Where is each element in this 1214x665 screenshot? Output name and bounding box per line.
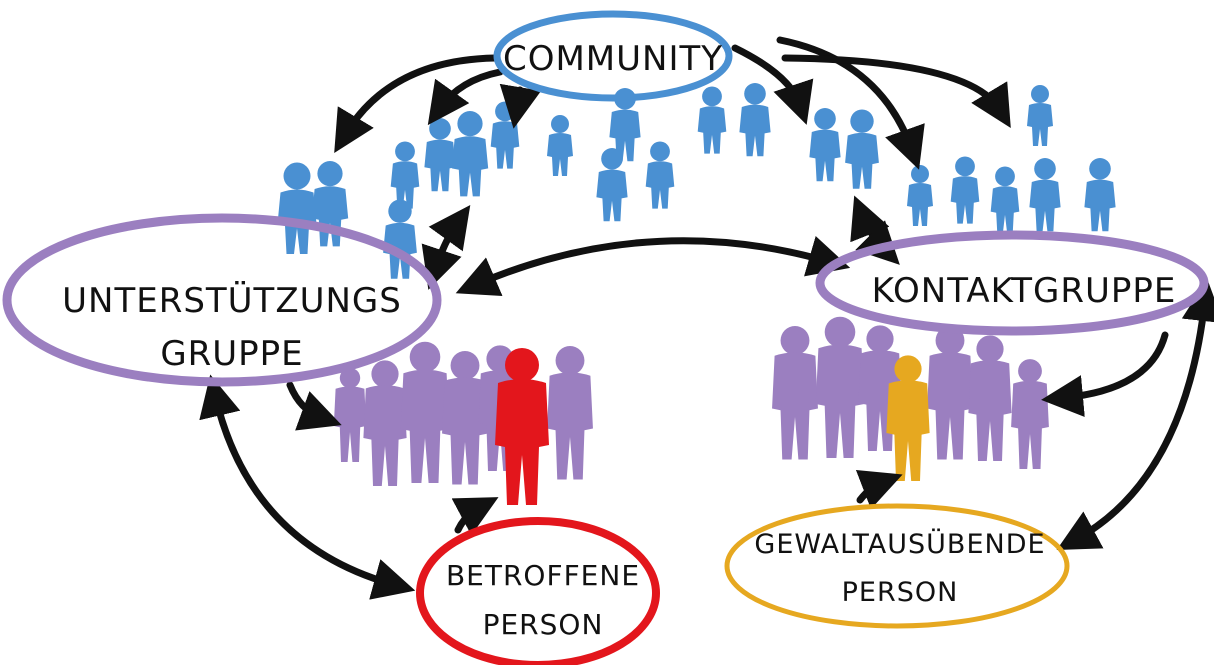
support-group-label-line1: UNTERSTÜTZUNGS bbox=[62, 280, 402, 321]
arrows bbox=[199, 36, 1214, 600]
arrow-community-down-1 bbox=[427, 68, 504, 126]
affected-person-label-line1: BETROFFENE bbox=[446, 559, 640, 592]
perpetrator-ellipse bbox=[724, 503, 1070, 629]
contact-group-label: KONTAKTGRUPPE bbox=[872, 271, 1177, 311]
arrow-support-to-crowd bbox=[286, 381, 342, 431]
arrow-community-right bbox=[781, 54, 1011, 128]
support-group-label-line2: GRUPPE bbox=[160, 334, 303, 374]
community-label: COMMUNITY bbox=[503, 39, 723, 79]
affected-person-label-line2: PERSON bbox=[483, 608, 604, 641]
arrow-perpetrator-contact bbox=[1056, 279, 1214, 551]
arrow-contact-to-crowd bbox=[1041, 331, 1169, 418]
perpetrator-label-line2: PERSON bbox=[842, 577, 959, 608]
arrow-support-affected bbox=[199, 374, 416, 600]
support-group-crowd bbox=[333, 341, 593, 486]
support-group-ellipse bbox=[2, 213, 442, 387]
arrow-perpetrator-up bbox=[855, 469, 903, 510]
arrow-community-down-3 bbox=[731, 44, 814, 125]
arrow-affected-up bbox=[451, 497, 499, 536]
arrow-community-to-support bbox=[334, 54, 499, 154]
affected-person-ellipse bbox=[416, 517, 660, 665]
contact-group-ellipse bbox=[815, 230, 1209, 336]
community-crowd bbox=[277, 83, 1116, 279]
community-ellipse bbox=[493, 10, 733, 102]
arrow-support-community bbox=[421, 204, 471, 290]
arrow-community-down-2 bbox=[499, 83, 542, 129]
perpetrator-label-line1: GEWALTAUSÜBENDE bbox=[754, 528, 1045, 560]
arrow-community-to-contact bbox=[776, 36, 925, 170]
arrow-support-contact bbox=[455, 236, 851, 297]
